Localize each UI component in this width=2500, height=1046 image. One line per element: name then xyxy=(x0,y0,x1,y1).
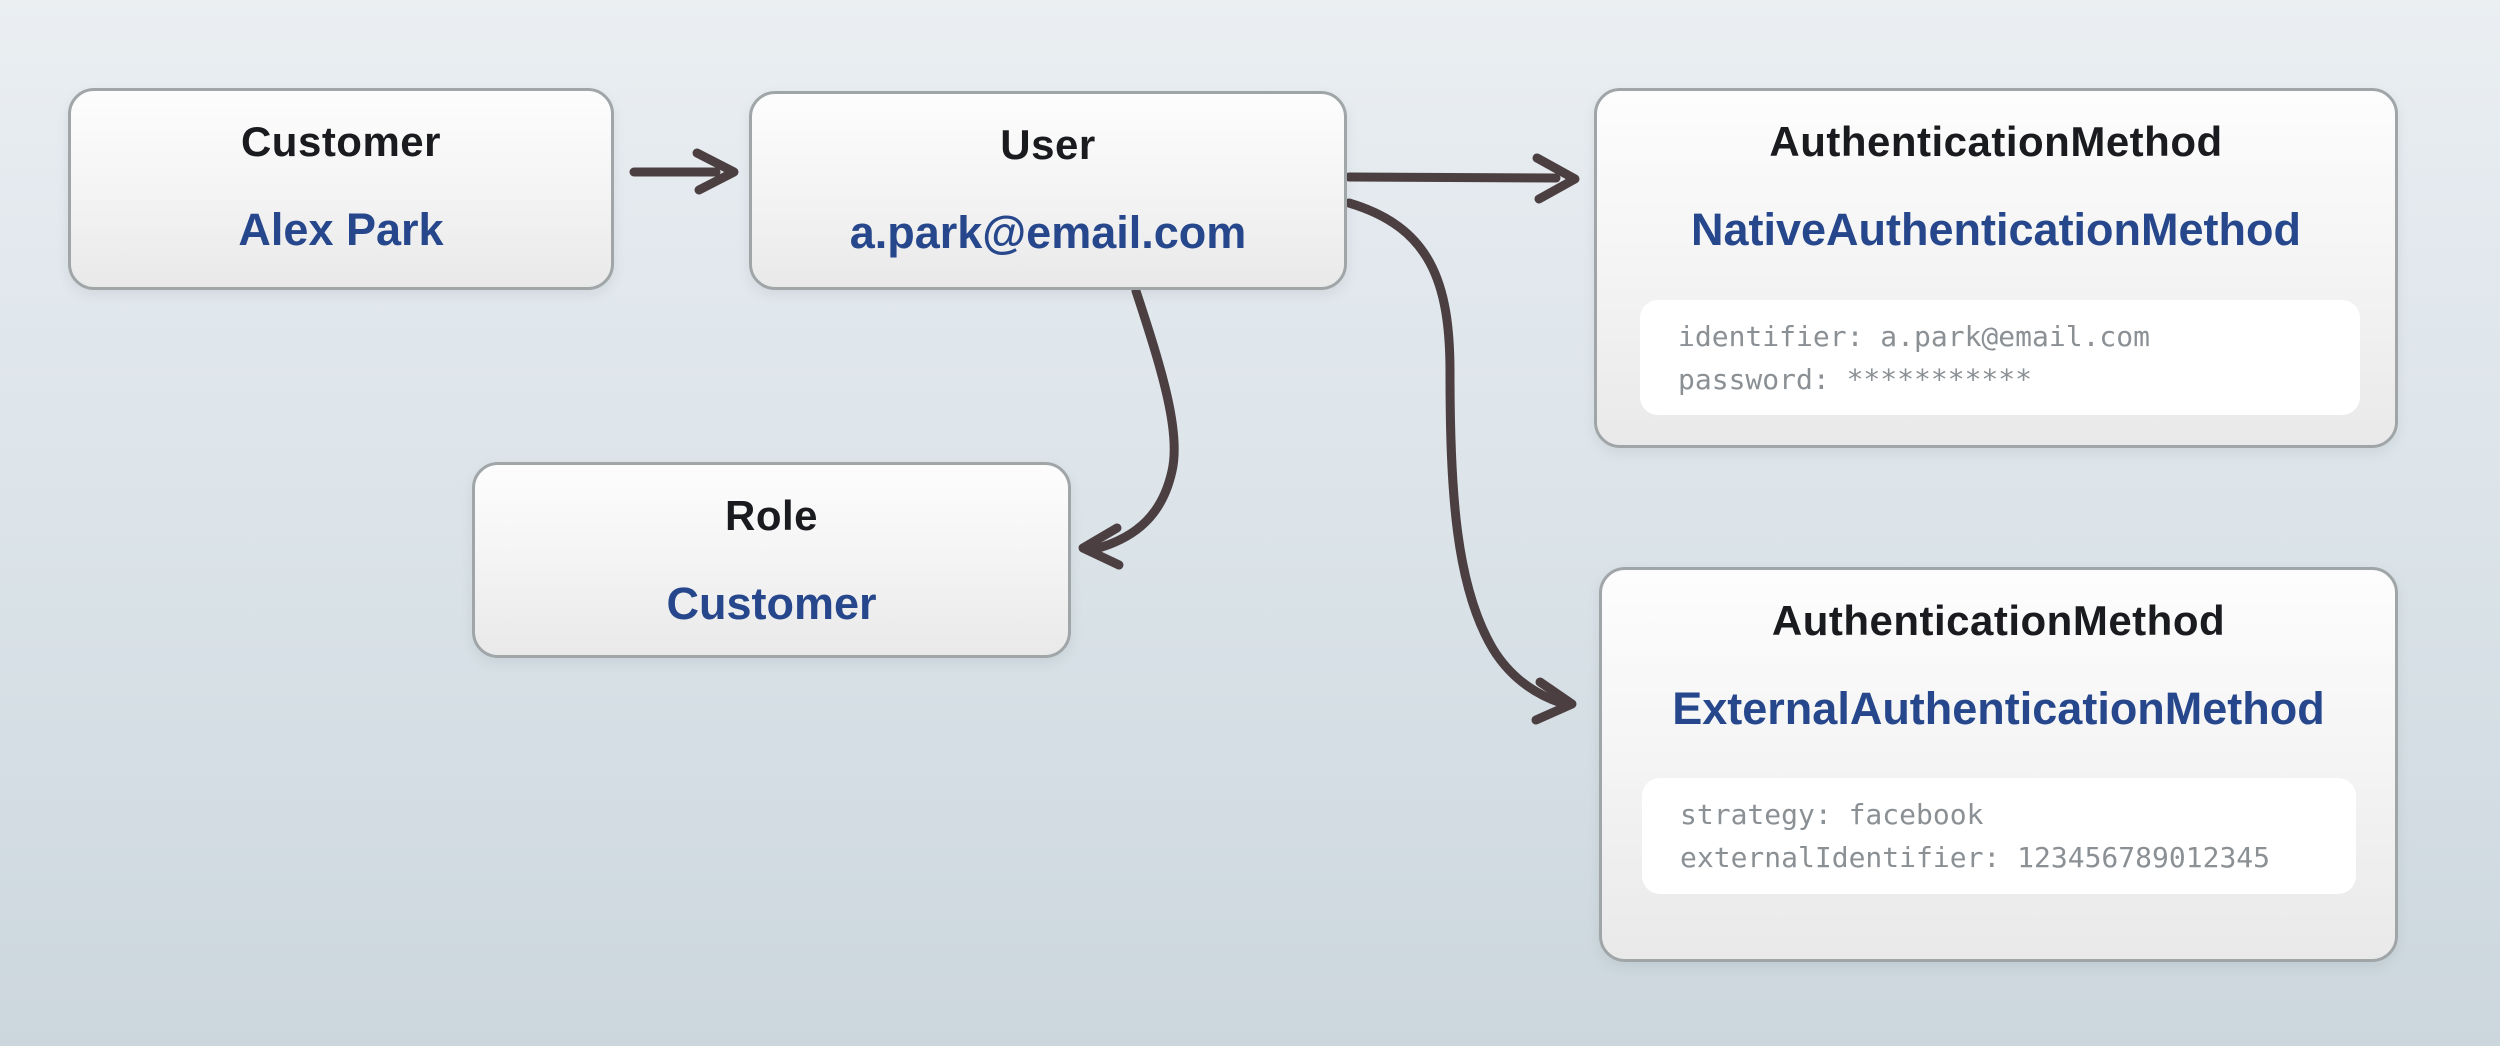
node-native-authentication-method: AuthenticationMethod NativeAuthenticatio… xyxy=(1594,88,2398,448)
node-customer-title: Customer xyxy=(240,118,442,165)
node-user: User a.park@email.com xyxy=(749,91,1347,290)
arrow-user-to-native-auth xyxy=(1344,153,1580,204)
node-role-value: Customer xyxy=(666,578,877,629)
node-external-authentication-method: AuthenticationMethod ExternalAuthenticat… xyxy=(1599,567,2398,962)
attribute-strategy: strategy: facebook xyxy=(1680,798,1984,831)
node-external-auth-title: AuthenticationMethod xyxy=(1771,597,2226,644)
node-user-title: User xyxy=(1000,121,1096,168)
node-role-title: Role xyxy=(724,492,818,539)
external-auth-attributes-panel: strategy: facebook externalIdentifier: 1… xyxy=(1642,778,2356,894)
node-role: Role Customer xyxy=(472,462,1071,658)
node-external-auth-value: ExternalAuthenticationMethod xyxy=(1672,683,2325,734)
node-native-auth-title: AuthenticationMethod xyxy=(1769,118,2223,165)
attribute-identifier: identifier: a.park@email.com xyxy=(1678,319,2151,353)
arrow-user-to-external-auth xyxy=(1344,198,1577,725)
attribute-password: password: *********** xyxy=(1678,362,2033,396)
attribute-external-identifier: externalIdentifier: 123456789012345 xyxy=(1680,841,2271,874)
arrow-customer-to-user xyxy=(629,148,739,195)
node-customer: Customer Alex Park xyxy=(68,88,614,290)
native-auth-attributes-panel: identifier: a.park@email.com password: *… xyxy=(1640,300,2360,415)
arrow-user-to-role xyxy=(1078,286,1179,570)
node-customer-value: Alex Park xyxy=(238,204,444,255)
node-user-value: a.park@email.com xyxy=(849,207,1247,258)
node-native-auth-value: NativeAuthenticationMethod xyxy=(1690,204,2301,255)
